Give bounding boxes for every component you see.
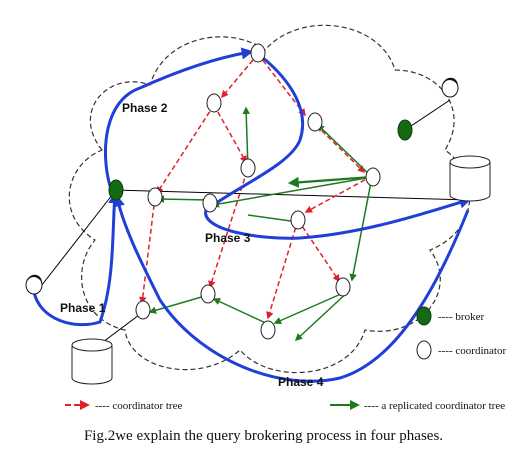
network-cloud [68, 24, 471, 374]
user-icon [25, 274, 43, 295]
coordinator-tree-edges [139, 53, 373, 320]
replicated-tree-edges [148, 106, 373, 342]
legend-replicated-tree-label: ---- a replicated coordinator tree [364, 400, 505, 412]
external-links [37, 99, 471, 349]
coordinator-node [240, 158, 256, 178]
database-icon [449, 155, 491, 202]
coordinator-node [365, 167, 381, 187]
coordinator-node [307, 112, 323, 132]
coordinator-node [200, 284, 216, 304]
phase-label: Phase 2 [122, 101, 168, 115]
coordinator-node [335, 277, 351, 297]
legend-coordinator-symbol [416, 340, 432, 360]
coordinator-node [260, 320, 276, 340]
phase-label: Phase 3 [205, 231, 251, 245]
coordinator-node [206, 93, 222, 113]
broker-node [108, 179, 124, 201]
coordinator-node [147, 187, 163, 207]
legend-coordinator-label: ---- coordinator [438, 345, 506, 357]
broker-nodes [108, 119, 413, 201]
broker-node [397, 119, 413, 141]
phase-label: Phase 1 [60, 301, 106, 315]
legend-coordinator-tree-label: ---- coordinator tree [95, 400, 182, 412]
coordinator-node [290, 210, 306, 230]
query-path [32, 47, 472, 383]
coordinator-nodes [135, 43, 381, 340]
legend-broker-label: ---- broker [438, 311, 484, 323]
figure-caption: Fig.2we explain the query brokering proc… [83, 428, 444, 444]
phase-label: Phase 4 [278, 375, 324, 389]
coordinator-node [135, 300, 151, 320]
database-icon [71, 338, 113, 385]
legend-broker-symbol [416, 306, 432, 326]
legend: ---- broker ---- coordinator ---- coordi… [65, 306, 506, 412]
coordinator-node [250, 43, 266, 63]
coordinator-node [202, 193, 218, 213]
user-icon [441, 77, 459, 98]
